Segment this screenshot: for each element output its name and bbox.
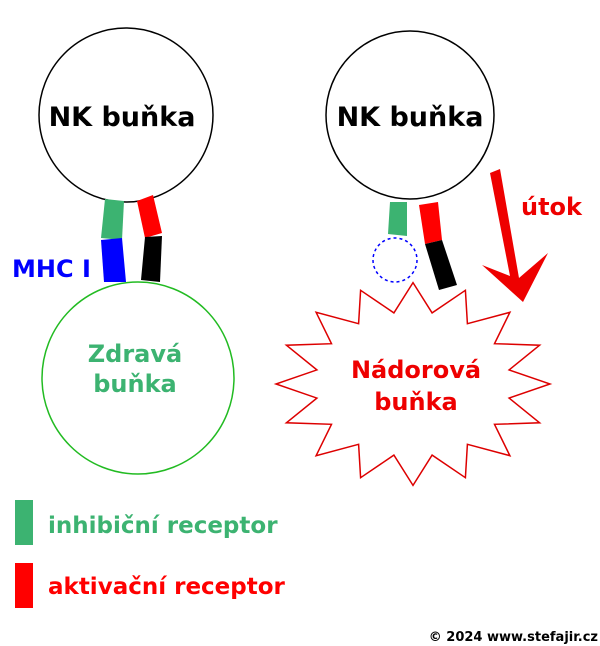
nk-cell-right	[325, 30, 495, 200]
tumor-cell-label-line2: buňka	[374, 388, 458, 416]
mhc-i-label: MHC I	[12, 255, 91, 283]
inhibitory-receptor-right	[388, 202, 407, 236]
activating-receptor-right	[419, 202, 442, 244]
inhibitory-receptor-left	[101, 199, 124, 240]
healthy-cell-label-line2: buňka	[93, 370, 177, 398]
healthy-cell	[41, 281, 235, 475]
healthy-cell-label-line1: Zdravá	[88, 340, 182, 368]
missing-mhc-outline	[372, 237, 418, 283]
activating-receptor-left	[137, 195, 162, 238]
mhc-i-molecule	[101, 238, 126, 282]
attack-arrow	[482, 169, 548, 302]
nk-cell-left-label: NK buňka	[49, 102, 196, 133]
ligand-right	[425, 240, 457, 290]
nk-cell-right-label: NK buňka	[337, 102, 484, 133]
attack-label: útok	[521, 193, 583, 221]
ligand-left	[141, 236, 162, 282]
legend-activating-swatch	[15, 563, 33, 608]
copyright: © 2024 www.stefajir.cz	[429, 630, 598, 645]
tumor-cell-label-line1: Nádorová	[351, 356, 481, 384]
legend-inhibitory-swatch	[15, 500, 33, 545]
tumor-cell	[273, 281, 553, 487]
legend-inhibitory-label: inhibiční receptor	[48, 513, 278, 539]
legend-activating-label: aktivační receptor	[48, 574, 286, 600]
nk-cell-left	[38, 27, 214, 203]
